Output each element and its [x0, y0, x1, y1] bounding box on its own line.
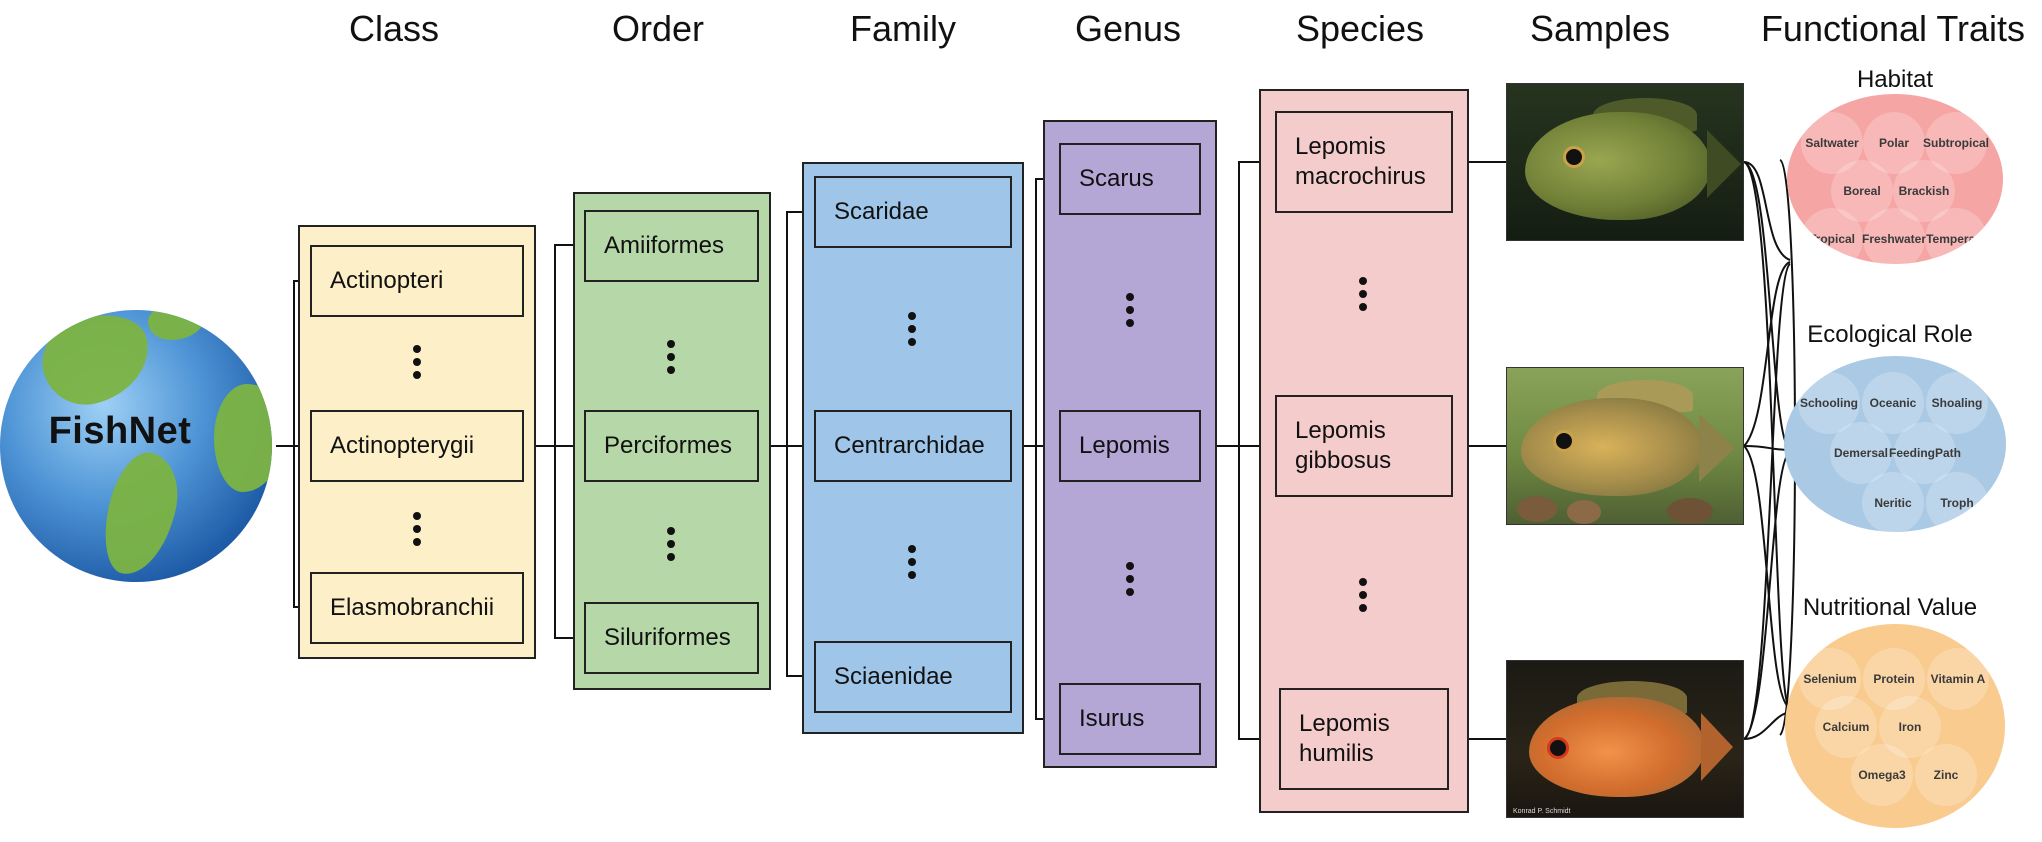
trait-bubble: Brackish — [1893, 160, 1955, 222]
class-panel — [298, 225, 536, 659]
trait-bubble: Troph — [1926, 472, 1988, 532]
trait-bubble: Omega3 — [1851, 744, 1913, 806]
family-panel — [802, 162, 1024, 734]
globe-label: FishNet — [48, 410, 192, 452]
class-node-actinopterygii[interactable]: Actinopterygii — [310, 410, 524, 482]
class-node-actinopteri[interactable]: Actinopteri — [310, 245, 524, 317]
column-title-species: Species — [1295, 8, 1425, 49]
trait-bubble: Calcium — [1815, 696, 1877, 758]
globe-land-greenland — [148, 310, 204, 340]
order-node-perciformes[interactable]: Perciformes — [584, 410, 759, 482]
species-node-lepomis-gibbosus[interactable]: Lepomis gibbosus — [1275, 395, 1453, 497]
ellipsis-dots — [412, 345, 422, 379]
gravel — [1517, 496, 1557, 522]
order-node-amiiformes[interactable]: Amiiformes — [584, 210, 759, 282]
ellipsis-dots — [1125, 293, 1135, 327]
family-node-centrarchidae[interactable]: Centrarchidae — [814, 410, 1012, 482]
column-title-functional-traits: Functional Traits — [1760, 8, 2026, 49]
order-panel — [573, 192, 771, 690]
species-node-lepomis-macrochirus[interactable]: Lepomis macrochirus — [1275, 111, 1453, 213]
fish-eye — [1547, 737, 1569, 759]
trait-bubble: Iron — [1879, 696, 1941, 758]
trait-title-nutritional-value: Nutritional Value — [1802, 594, 1978, 621]
trait-circle-ecological-role: Schooling Oceanic Shoaling Demersal Feed… — [1784, 356, 2006, 532]
species-epithet-label: macrochirus — [1295, 163, 1426, 190]
species-genus-label: Lepomis — [1299, 710, 1390, 737]
family-node-scaridae[interactable]: Scaridae — [814, 176, 1012, 248]
gravel — [1667, 498, 1713, 524]
trait-bubble: Zinc — [1915, 744, 1977, 806]
gravel — [1567, 500, 1601, 524]
trait-bubble: Vitamin A — [1927, 648, 1989, 710]
trait-title-habitat: Habitat — [1856, 66, 1934, 93]
genus-panel — [1043, 120, 1217, 768]
globe-land-africa — [214, 384, 272, 492]
trait-bubble: Freshwater — [1862, 208, 1926, 264]
column-title-samples: Samples — [1529, 8, 1671, 49]
ellipsis-dots — [666, 527, 676, 561]
family-node-sciaenidae[interactable]: Sciaenidae — [814, 641, 1012, 713]
trait-bubble: FeedingPath — [1889, 422, 1961, 484]
genus-node-lepomis[interactable]: Lepomis — [1059, 410, 1201, 482]
class-node-elasmobranchii[interactable]: Elasmobranchii — [310, 572, 524, 644]
fish-eye — [1553, 430, 1575, 452]
species-genus-label: Lepomis — [1295, 417, 1386, 444]
trait-bubble: Selenium — [1799, 648, 1861, 710]
trait-title-ecological-role: Ecological Role — [1807, 321, 1973, 348]
trait-bubble: Subtropical — [1923, 112, 1989, 174]
globe-image: FishNet — [0, 310, 272, 582]
fish-body — [1521, 398, 1703, 496]
fish-body — [1525, 112, 1711, 220]
trait-bubble: Schooling — [1798, 372, 1860, 434]
ellipsis-dots — [666, 340, 676, 374]
trait-circle-habitat: Saltwater Polar Subtropical Boreal Brack… — [1787, 94, 2003, 264]
genus-node-scarus[interactable]: Scarus — [1059, 143, 1201, 215]
species-panel — [1259, 89, 1469, 813]
sample-photo-pumpkinseed — [1506, 367, 1744, 525]
ellipsis-dots — [412, 512, 422, 546]
trait-bubble: Oceanic — [1862, 372, 1924, 434]
column-title-family: Family — [850, 8, 956, 49]
fish-tail — [1701, 713, 1733, 781]
sample-photo-orangespotted: Konrad P. Schmidt — [1506, 660, 1744, 818]
column-title-class: Class — [348, 8, 440, 49]
species-node-lepomis-humilis[interactable]: Lepomis humilis — [1279, 688, 1449, 790]
trait-bubble: Saltwater — [1801, 112, 1863, 174]
fish-tail — [1707, 130, 1741, 198]
globe-land-south-america — [95, 446, 187, 582]
sample-photo-bluegill — [1506, 83, 1744, 241]
species-genus-label: Lepomis — [1295, 133, 1386, 160]
ellipsis-dots — [907, 312, 917, 346]
trait-bubble: Tropical — [1801, 208, 1863, 264]
column-title-genus: Genus — [1074, 8, 1182, 49]
column-title-order: Order — [611, 8, 705, 49]
ellipsis-dots — [1358, 578, 1368, 612]
ellipsis-dots — [907, 545, 917, 579]
genus-node-isurus[interactable]: Isurus — [1059, 683, 1201, 755]
trait-bubble: Protein — [1863, 648, 1925, 710]
species-epithet-label: humilis — [1299, 740, 1374, 767]
trait-circle-nutritional-value: Selenium Protein Vitamin A Calcium Iron … — [1785, 624, 2005, 828]
ellipsis-dots — [1358, 277, 1368, 311]
trait-bubble: Temperate — [1925, 208, 1987, 264]
fish-eye — [1563, 146, 1585, 168]
photo-credit: Konrad P. Schmidt — [1513, 808, 1571, 815]
trait-bubble: Polar — [1863, 112, 1925, 174]
fish-tail — [1699, 414, 1735, 482]
order-node-siluriformes[interactable]: Siluriformes — [584, 602, 759, 674]
trait-bubble: Demersal — [1830, 422, 1892, 484]
trait-bubble: Neritic — [1862, 472, 1924, 532]
trait-bubble: Shoaling — [1926, 372, 1988, 434]
ellipsis-dots — [1125, 562, 1135, 596]
trait-bubble: Boreal — [1831, 160, 1893, 222]
species-epithet-label: gibbosus — [1295, 447, 1392, 474]
